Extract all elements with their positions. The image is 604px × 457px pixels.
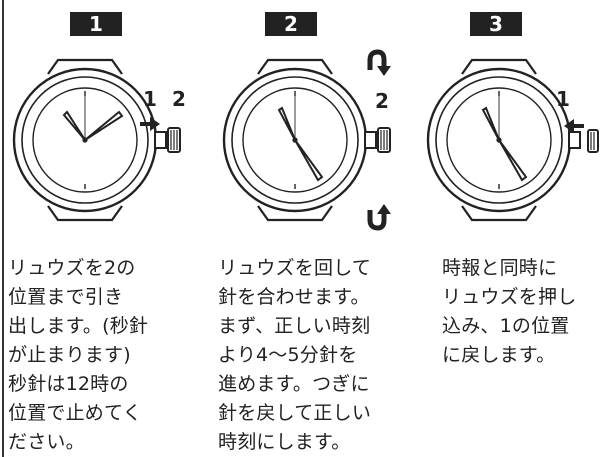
- crown-stem: [364, 131, 377, 149]
- crown-pulled-out: [167, 127, 181, 153]
- step-instruction-text: リュウズを回して 針を合わせます。 まず、正しい時刻 より4〜5分針を 進めます…: [218, 257, 372, 453]
- hour-hand: [62, 110, 86, 141]
- step-number-badge: 1: [70, 12, 122, 36]
- step-number-badge: 3: [470, 12, 522, 36]
- minute-hand: [294, 139, 324, 182]
- step-instruction-text: リュウズを2の 位置まで引き 出します。(秒針 が止まります) 秒針は12時の …: [8, 257, 149, 453]
- watch-illustration: 1: [426, 58, 599, 222]
- hour-hand: [481, 106, 500, 141]
- crown-position-label: 1: [556, 87, 570, 111]
- left-border-rule: [2, 0, 4, 457]
- step-1-panel: 1 1 2 リュウズを2の 位置まで引き 出します。(秒針 が止まります) 秒針…: [0, 0, 190, 457]
- rotate-up-arrow-icon: [367, 204, 391, 231]
- crown-stem: [568, 131, 581, 149]
- rotate-down-arrow-icon: [367, 49, 391, 76]
- crown-position-label: 2: [375, 89, 389, 113]
- minute-hand: [84, 110, 124, 141]
- watch-illustration: 1 2: [12, 58, 186, 222]
- minute-hand: [498, 139, 528, 182]
- crown-pulled-out: [587, 129, 599, 153]
- watch-illustration: 2: [222, 49, 391, 231]
- crown-stem: [154, 131, 167, 149]
- crown-pulled-out: [377, 127, 391, 153]
- step-2-panel: 2 2 リュウズを回して 針を合わせます。 まず、正しい時刻 より4〜5分: [210, 0, 400, 457]
- pull-right-arrow-icon: [140, 117, 160, 131]
- crown-position-label: 2: [172, 87, 186, 111]
- hour-hand: [277, 106, 296, 141]
- crown-position-label: 1: [143, 87, 157, 111]
- step-3-panel: 3 1 時報と同時に リュウズを押し 込み、1の位置 に戻します。: [414, 0, 604, 457]
- step-number-badge: 2: [265, 12, 317, 36]
- push-left-arrow-icon: [564, 119, 584, 133]
- step-instruction-text: 時報と同時に リュウズを押し 込み、1の位置 に戻します。: [442, 257, 577, 366]
